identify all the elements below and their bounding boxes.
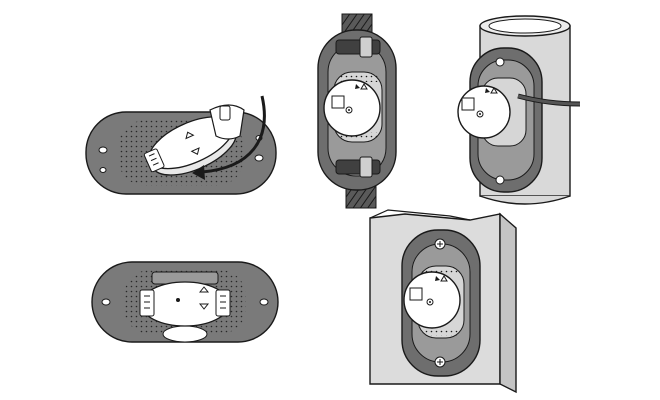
screw-hole-icon xyxy=(259,298,269,306)
arrow-head-icon xyxy=(192,165,205,180)
screw-hole-icon xyxy=(98,146,108,154)
strap-top xyxy=(335,36,381,58)
panel-wall-corner-mount xyxy=(369,209,517,394)
triangle-marker-icon xyxy=(440,275,448,282)
strap-bottom xyxy=(335,156,381,178)
screw-icon xyxy=(495,175,505,185)
rebar xyxy=(341,13,377,209)
indicator-square-icon xyxy=(461,97,475,111)
sensor-device xyxy=(323,71,383,143)
up-arrow-icon xyxy=(198,286,210,293)
triangle-marker-icon xyxy=(360,83,368,90)
panel-plate-mounted xyxy=(91,261,279,343)
panel-rebar-mount xyxy=(317,13,397,209)
down-arrow-icon xyxy=(198,303,210,310)
panel-pipe-mount xyxy=(457,15,581,205)
device-foot xyxy=(162,325,208,343)
triangle-marker-icon xyxy=(435,276,440,281)
indicator-square-icon xyxy=(331,95,345,109)
rotate-arrow-icon xyxy=(201,95,266,174)
sensor-device xyxy=(457,77,527,147)
down-arrow-icon xyxy=(190,147,200,155)
sensor-device xyxy=(403,265,465,339)
wall-side xyxy=(499,212,517,394)
screw-hole-icon xyxy=(254,154,264,162)
clip-tab-upper xyxy=(209,104,245,140)
device-base xyxy=(139,271,231,327)
panel-rotate-attach xyxy=(85,95,277,195)
triangle-marker-icon xyxy=(485,88,490,93)
indicator-square-icon xyxy=(409,287,423,301)
screw-hole-icon xyxy=(101,298,111,306)
up-arrow-icon xyxy=(185,131,195,140)
screw-icon xyxy=(495,57,505,67)
triangle-marker-icon xyxy=(490,87,498,94)
triangle-marker-icon xyxy=(355,84,360,89)
